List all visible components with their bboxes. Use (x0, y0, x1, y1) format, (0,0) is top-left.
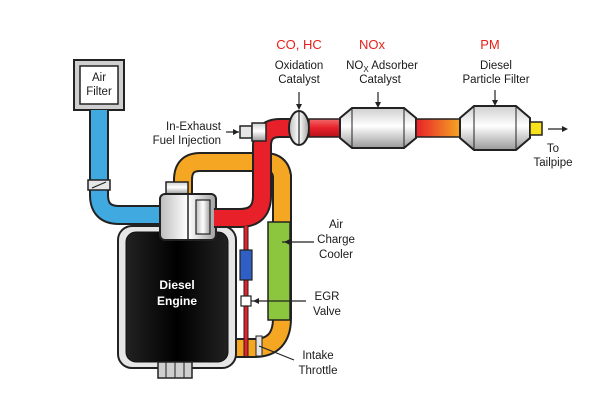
air-filter-label-1: Air (92, 72, 106, 84)
egr-valve-label-1: EGR (315, 291, 340, 303)
particle-filter-label-2: Particle Filter (462, 74, 529, 86)
charge-cooler-label-3: Cooler (319, 249, 353, 261)
nox-adsorber-label-1: NOX Adsorber (346, 60, 418, 74)
egr-valve (240, 295, 252, 307)
pollutant-pm: PM (480, 37, 500, 52)
tailpipe-arrow (562, 126, 568, 132)
egr-cooler (239, 249, 253, 281)
diesel-engine: Diesel Engine (117, 225, 237, 379)
egr-valve-label-2: Valve (313, 306, 341, 318)
air-filter: Air Filter (73, 59, 125, 111)
nox-adsorber-label-2: Catalyst (359, 74, 401, 86)
charge-cooler-label-2: Charge (317, 234, 355, 246)
air-charge-cooler (267, 221, 291, 321)
nox-adsorber-catalyst (339, 92, 417, 149)
tailpipe-tip (529, 121, 543, 136)
air-filter-label-2: Filter (86, 86, 112, 98)
exhaust-pipe-mid (308, 118, 341, 138)
intake-throttle-label-1: Intake (302, 350, 333, 362)
engine-label-1: Diesel (159, 278, 194, 292)
engine-label-2: Engine (157, 294, 197, 308)
oxidation-catalyst-label-2: Catalyst (278, 74, 320, 86)
particle-filter-label-1: Diesel (480, 60, 512, 72)
charge-cooler-label-1: Air (329, 219, 343, 231)
exhaust-pipe-cooling (415, 118, 461, 138)
fuel-injection-label-2: Fuel Injection (153, 135, 221, 147)
tailpipe-label-2: Tailpipe (534, 157, 573, 169)
pollutant-nox: NOx (359, 37, 386, 52)
oxidation-catalyst (288, 92, 310, 146)
fuel-injection-label-1: In-Exhaust (166, 121, 222, 133)
egr-line (239, 226, 253, 356)
intake-throttle-label-2: Throttle (299, 365, 338, 377)
diesel-particle-filter (459, 90, 531, 151)
oxidation-catalyst-label-1: Oxidation (275, 60, 324, 72)
pollutant-co-hc: CO, HC (276, 37, 322, 52)
tailpipe-label-1: To (547, 143, 559, 155)
turbocharger (159, 181, 217, 241)
fuel-injector (226, 122, 267, 142)
